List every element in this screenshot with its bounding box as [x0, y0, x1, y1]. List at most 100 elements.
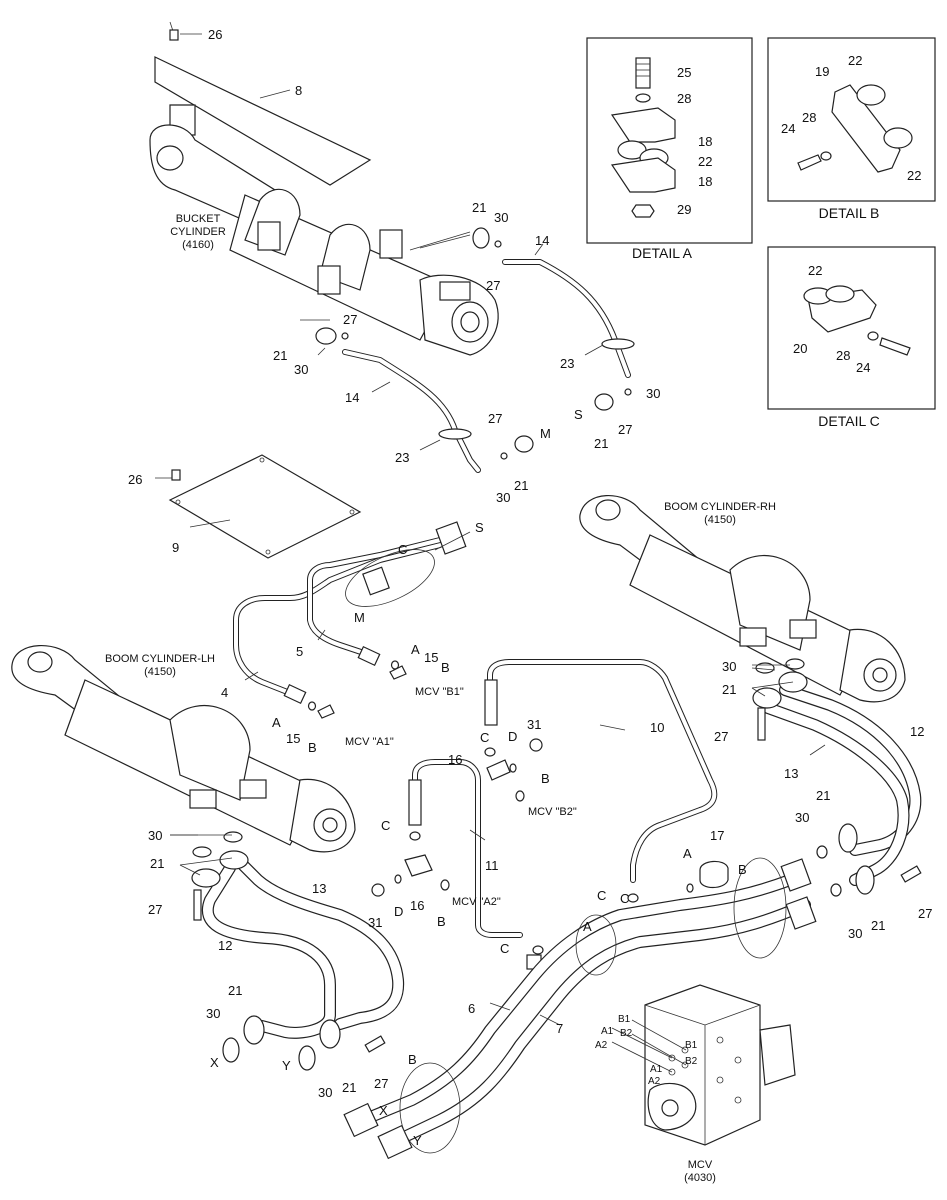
callout: 27 [486, 278, 500, 293]
o-ring-22-bottom [883, 127, 913, 149]
callout: D [508, 729, 517, 744]
callout: 22 [698, 154, 712, 169]
callout: 15 [424, 650, 438, 665]
callout: 24 [856, 360, 870, 375]
boom-cylinder-rh-label-2: (4150) [704, 514, 736, 526]
detail-a-frame [586, 37, 753, 244]
callout: 13 [312, 881, 326, 896]
callout: 12 [910, 724, 924, 739]
callout: 28 [802, 110, 816, 125]
callout: 21 [472, 200, 486, 215]
boom-cylinder-lh [11, 645, 356, 853]
detail-c-label: DETAIL C [818, 413, 879, 429]
callout: 29 [677, 202, 691, 217]
callout: S [574, 407, 583, 422]
fitting-16-lower [404, 854, 433, 877]
o-ring-22-top [856, 84, 886, 106]
main-tubes [191, 658, 922, 1160]
flange-21-lh-mid [191, 868, 221, 888]
clamp-half-lower-18 [610, 157, 676, 193]
flange-21-lh-x [243, 1015, 265, 1045]
port-label: B2 [620, 1028, 633, 1039]
callout: 21 [816, 788, 830, 803]
clamp-23-right [601, 338, 635, 350]
plug-31-lower [371, 883, 385, 897]
callout: 11 [485, 858, 499, 873]
flange-b-lh-1 [343, 1102, 379, 1138]
callout: 21 [273, 348, 287, 363]
callout: 22 [907, 168, 921, 183]
callout: 20 [793, 341, 807, 356]
callout: C [620, 891, 629, 906]
washer-28 [820, 151, 832, 161]
port-label: A1 [650, 1064, 663, 1075]
washer-28 [867, 331, 879, 341]
flange-b-rh-1 [780, 858, 812, 892]
bolt-26-top [169, 29, 179, 41]
callout: 15 [286, 731, 300, 746]
cover-8 [154, 56, 372, 186]
callout: A [272, 715, 281, 730]
callout: 30 [318, 1085, 332, 1100]
callout: A [583, 919, 592, 934]
mcv-b1-label: MCV "B1" [415, 686, 464, 698]
callout: B [437, 914, 446, 929]
callout: M [540, 426, 551, 441]
callout: 25 [677, 65, 691, 80]
callout: 9 [172, 540, 179, 555]
bolt-24 [797, 154, 822, 171]
flange-21-top [472, 227, 490, 249]
boom-cylinder-rh-label-1: BOOM CYLINDER-RH [664, 501, 776, 513]
callout: B [541, 771, 550, 786]
port-label: B2 [685, 1056, 698, 1067]
boom-cylinder-rh [579, 495, 906, 703]
callout: 4 [221, 685, 228, 700]
callout: 30 [294, 362, 308, 377]
bucket-cylinder [149, 21, 499, 356]
port-label: B1 [685, 1040, 698, 1051]
detail-b-label: DETAIL B [819, 205, 880, 221]
callout: X [210, 1055, 219, 1070]
o-ring-30-y [298, 1045, 316, 1071]
callout: 30 [494, 210, 508, 225]
callout: B [738, 862, 747, 877]
callout: 7 [556, 1021, 563, 1036]
flange-s [435, 521, 467, 555]
bucket-cylinder-label-1: BUCKET [176, 213, 221, 225]
hose-10-end [484, 679, 498, 726]
port-label: A2 [648, 1076, 661, 1087]
callout: 27 [488, 411, 502, 426]
callout: 21 [722, 682, 736, 697]
callout: 30 [206, 1006, 220, 1021]
callout: A [411, 642, 420, 657]
callout: 23 [560, 356, 574, 371]
flange-21-s [594, 393, 614, 411]
boom-cylinder-lh-label-1: BOOM CYLINDER-LH [105, 653, 215, 665]
callout: 18 [698, 134, 712, 149]
callout: 14 [535, 233, 549, 248]
callout: 22 [808, 263, 822, 278]
port-label: A1 [601, 1026, 614, 1037]
callout: Y [413, 1133, 422, 1148]
callout: 28 [677, 91, 691, 106]
callout: 24 [781, 121, 795, 136]
callout: 27 [374, 1076, 388, 1091]
flange-21-rh-a [838, 823, 858, 853]
bucket-cylinder-label-3: (4160) [182, 239, 214, 251]
mcv-a1-label: MCV "A1" [345, 736, 394, 748]
callout: 8 [295, 83, 302, 98]
flange-21-lh-top [219, 850, 249, 870]
callout: 17 [710, 828, 724, 843]
callout: 22 [848, 53, 862, 68]
flange-21-rh-b [855, 865, 875, 895]
cover-plate-9 [155, 454, 362, 559]
callout: B [308, 740, 317, 755]
o-ring-22-right [825, 285, 855, 303]
callout: 28 [836, 348, 850, 363]
detail-c-frame [767, 246, 936, 410]
flange-half-19 [831, 84, 901, 173]
callout: 16 [410, 898, 424, 913]
callout: 21 [228, 983, 242, 998]
fitting-16-upper [486, 759, 511, 781]
callout: C [381, 818, 390, 833]
